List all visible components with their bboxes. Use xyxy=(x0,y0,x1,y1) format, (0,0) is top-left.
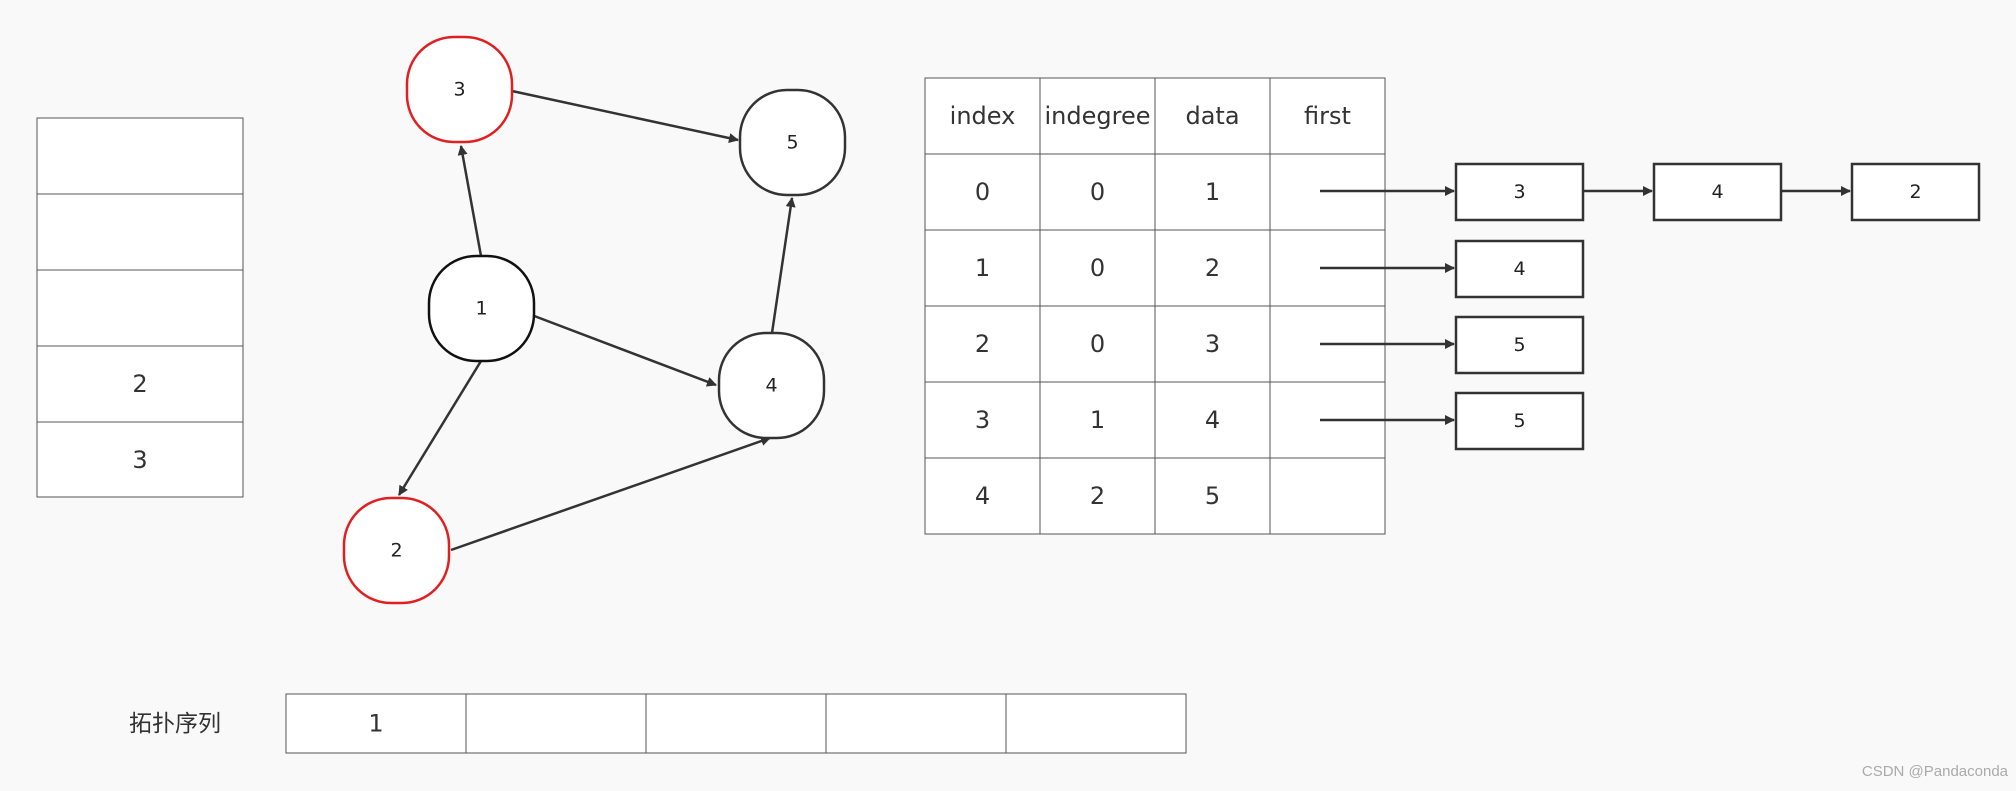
graph-nodes: 3 5 1 4 2 xyxy=(342,35,847,605)
table-header-cell: indegree xyxy=(1045,102,1151,130)
edge-2-to-4 xyxy=(450,436,771,552)
table-cell: 4 xyxy=(975,482,990,510)
sequence-label: 拓扑序列 xyxy=(129,711,221,737)
graph-node-label: 2 xyxy=(390,540,402,562)
sequence-cell xyxy=(465,693,647,754)
graph-node-label: 3 xyxy=(453,79,465,101)
table-row: 0 0 1 xyxy=(924,153,1386,231)
graph-node-3: 3 xyxy=(405,35,514,144)
adjacency-list-row-0: 3 4 2 xyxy=(1320,162,1981,222)
graph-node-5: 5 xyxy=(738,88,847,197)
stack-cell-text: 2 xyxy=(132,370,147,398)
edge-node xyxy=(1454,391,1585,451)
table-cell: 2 xyxy=(1205,254,1220,282)
table-cell: 0 xyxy=(1090,178,1105,206)
table-row: 4 2 5 xyxy=(924,457,1386,535)
adjacency-lists: 3 4 2 4 5 5 xyxy=(1320,162,1981,451)
graph-node-label: 1 xyxy=(475,298,487,320)
table-cell: 1 xyxy=(1090,406,1105,434)
table-row: 2 0 3 xyxy=(924,305,1386,383)
stack-cell: 2 xyxy=(36,345,244,423)
topological-sequence: 拓扑序列 1 xyxy=(129,693,1187,754)
stack-cell-text: 3 xyxy=(132,446,147,474)
table-cell: 1 xyxy=(1205,178,1220,206)
sequence-cell-text: 1 xyxy=(368,710,383,738)
table-header-row: index indegree data first xyxy=(924,77,1386,155)
edge-node-label: 4 xyxy=(1711,181,1723,203)
stack-cell xyxy=(36,117,244,195)
sequence-cell: 1 xyxy=(285,693,467,754)
edge-node-label: 5 xyxy=(1513,334,1525,356)
table-cell: 1 xyxy=(975,254,990,282)
graph-node-label: 5 xyxy=(786,132,798,154)
table-cell: 0 xyxy=(1090,330,1105,358)
edge-4-to-5 xyxy=(770,197,796,334)
table-cell: 3 xyxy=(1205,330,1220,358)
vertex-table: index indegree data first 0 0 1 1 0 2 xyxy=(924,77,1386,535)
table-row: 3 1 4 xyxy=(924,381,1386,459)
adjacency-list-row-1: 4 xyxy=(1320,239,1585,299)
graph-node-label: 4 xyxy=(765,375,777,397)
table-header-cell: index xyxy=(950,102,1016,130)
edge-1-to-4 xyxy=(528,312,717,387)
edge-1-to-2 xyxy=(397,360,483,496)
table-cell: 0 xyxy=(1090,254,1105,282)
table-cell: 3 xyxy=(975,406,990,434)
sequence-cell xyxy=(1005,693,1187,754)
table-row: 1 0 2 xyxy=(924,229,1386,307)
table-cell: 4 xyxy=(1205,406,1220,434)
adjacency-list-row-3: 5 xyxy=(1320,391,1585,451)
table-cell: 2 xyxy=(1090,482,1105,510)
table-header-cell: data xyxy=(1185,102,1239,130)
edge-1-to-3 xyxy=(457,145,483,257)
edge-node xyxy=(1454,315,1585,375)
edge-node xyxy=(1850,162,1981,222)
edge-node-label: 4 xyxy=(1513,258,1525,280)
graph-node-1: 1 xyxy=(427,254,536,363)
table-header-cell: first xyxy=(1304,102,1351,130)
table-cell: 5 xyxy=(1205,482,1220,510)
stack: 2 3 xyxy=(36,117,244,498)
graph-edges xyxy=(397,89,796,552)
edge-node-label: 3 xyxy=(1513,181,1525,203)
stack-cell xyxy=(36,269,244,347)
graph-node-2: 2 xyxy=(342,496,451,605)
edge-3-to-5 xyxy=(511,89,739,143)
edge-node-label: 5 xyxy=(1513,410,1525,432)
table-cell: 0 xyxy=(975,178,990,206)
watermark: CSDN @Pandaconda xyxy=(1862,763,2009,780)
stack-cell: 3 xyxy=(36,421,244,498)
adjacency-list-row-2: 5 xyxy=(1320,315,1585,375)
graph-node-4: 4 xyxy=(717,331,826,440)
edge-node xyxy=(1652,162,1783,222)
edge-node-label: 2 xyxy=(1909,181,1921,203)
edge-node xyxy=(1454,239,1585,299)
stack-cell xyxy=(36,193,244,271)
table-cell: 2 xyxy=(975,330,990,358)
sequence-cell xyxy=(825,693,1007,754)
sequence-cell xyxy=(645,693,827,754)
